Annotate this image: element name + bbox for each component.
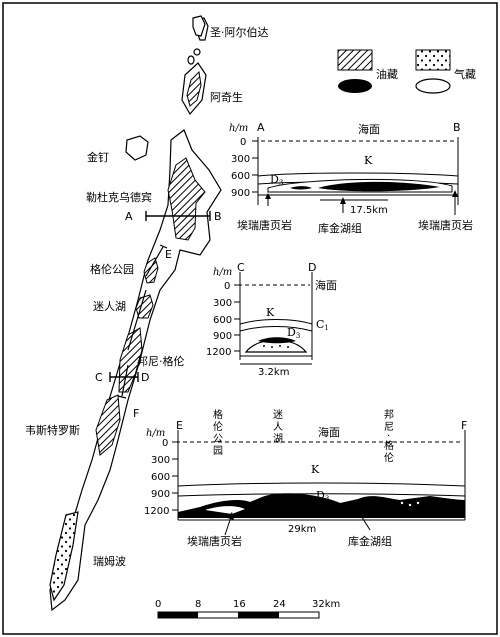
scale-tick-24: 24	[273, 599, 286, 610]
scale-bar: 0 8 16 24 32km	[155, 599, 340, 619]
map-section-line-cd	[109, 372, 139, 382]
map-section-line-ab	[145, 211, 211, 221]
section-ab-layer-k: K	[364, 154, 373, 167]
scale-tick-16: 16	[233, 599, 246, 610]
section-ef-shale: 埃瑞唐页岩	[187, 534, 242, 548]
section-ab-tick-0: 0	[240, 137, 246, 148]
section-cd-layer-c1: C1	[316, 318, 329, 332]
section-ab: h/m A B 0 300 600 900 海面 K D3 17.5km 埃瑞唐…	[229, 121, 473, 235]
svg-text:·: ·	[387, 431, 390, 442]
section-ab-shale-right: 埃瑞唐页岩	[418, 218, 473, 232]
section-cd-tick-900: 900	[213, 331, 232, 342]
svg-text:公: 公	[213, 434, 223, 445]
section-cd-tick-0: 0	[224, 281, 230, 292]
section-cd-label-d: D	[308, 261, 316, 274]
svg-text:格: 格	[384, 439, 394, 452]
field-weisiteluosi: 韦斯特罗斯	[25, 423, 80, 437]
scale-tick-0: 0	[155, 599, 161, 610]
section-ef-layer-k: K	[311, 463, 320, 476]
section-cd-label-c: C	[237, 261, 245, 274]
section-ab-shale-left: 埃瑞唐页岩	[237, 218, 292, 232]
section-ef-column-miren: 迷 人 湖	[273, 409, 283, 445]
gas-pools	[49, 15, 206, 602]
map-label-e: E	[165, 248, 172, 261]
legend: 油藏 气藏	[337, 49, 476, 94]
legend-gas-label: 气藏	[454, 67, 476, 81]
field-gelun-park: 格伦公园	[90, 262, 134, 276]
scale-tick-8: 8	[195, 599, 201, 610]
section-cd: C D h/m 0 300 600 900 1200 海面 K C1 D3 3.…	[206, 261, 337, 378]
section-ab-label-b: B	[453, 121, 461, 134]
section-ef-width: 29km	[288, 524, 316, 535]
section-ef-tick-0: 0	[162, 438, 168, 449]
legend-gas-swatch-outline	[415, 78, 451, 94]
section-ab-label-a: A	[257, 121, 265, 134]
section-ef: E F h/m 0 300 600 900 1200 格 伦 公 园 迷 人 湖…	[144, 408, 467, 548]
section-cd-depth-axis: h/m	[213, 267, 232, 278]
svg-text:尼: 尼	[384, 421, 394, 433]
oil-pools	[95, 70, 206, 456]
legend-oil-swatch-fill	[338, 79, 372, 93]
map-section-line-ef	[117, 244, 168, 399]
section-ab-kuqin: 库金湖组	[318, 221, 362, 235]
section-cd-sea-level: 海面	[315, 278, 337, 292]
field-bangni-gelun: 邦尼·格伦	[137, 354, 185, 368]
section-ab-layer-d3: D3	[270, 173, 283, 187]
svg-text:园: 园	[213, 445, 223, 457]
section-ef-tick-1200: 1200	[144, 506, 169, 517]
svg-text:伦: 伦	[384, 451, 394, 464]
section-ab-sea-level: 海面	[358, 122, 380, 136]
section-cd-width: 3.2km	[258, 367, 289, 378]
section-ef-column-gelun: 格 伦 公 园	[213, 408, 223, 457]
svg-text:迷: 迷	[273, 409, 283, 421]
section-cd-layer-d3: D3	[287, 326, 300, 340]
map-label-d: D	[141, 371, 149, 384]
svg-text:人: 人	[273, 421, 283, 433]
field-ledukewudebin: 勒杜克乌德宾	[86, 190, 152, 204]
field-jinding: 金钉	[87, 150, 109, 164]
svg-text:伦: 伦	[213, 420, 223, 433]
legend-oil-label: 油藏	[376, 67, 398, 81]
section-ef-sea-level: 海面	[318, 425, 340, 439]
field-sheng-aerboda: 圣·阿尔伯达	[210, 25, 269, 39]
section-ab-width: 17.5km	[350, 205, 388, 216]
section-ab-tick-900: 900	[231, 188, 250, 199]
section-ef-tick-900: 900	[151, 489, 170, 500]
section-ef-tick-300: 300	[151, 455, 170, 466]
section-ef-depth-axis: h/m	[146, 428, 165, 439]
map-label-f: F	[133, 407, 139, 420]
legend-oil-swatch-hatch	[337, 49, 373, 71]
section-cd-tick-1200: 1200	[206, 347, 231, 358]
section-cd-layer-k: K	[266, 306, 275, 319]
map-label-a: A	[125, 210, 133, 223]
map-label-c: C	[95, 371, 103, 384]
svg-text:格: 格	[213, 408, 223, 421]
scale-tick-32km: 32km	[312, 599, 340, 610]
section-ab-tick-600: 600	[231, 171, 250, 182]
svg-text:湖: 湖	[273, 433, 283, 445]
legend-gas-swatch-dots	[415, 49, 451, 71]
section-ab-depth-axis: h/m	[229, 123, 248, 134]
field-mirenhu: 迷人湖	[93, 300, 126, 313]
field-aqisheng: 阿奇生	[210, 90, 243, 104]
field-ruimubo: 瑞姆波	[93, 554, 126, 568]
section-ef-label-e: E	[176, 419, 183, 432]
section-ef-label-f: F	[461, 419, 467, 432]
section-ef-layer-d3: D3	[316, 489, 329, 503]
svg-text:邦: 邦	[384, 408, 394, 421]
section-cd-tick-600: 600	[213, 315, 232, 326]
section-ef-column-bangni: 邦 尼 · 格 伦	[384, 408, 394, 464]
section-cd-tick-300: 300	[213, 298, 232, 309]
section-ef-kuqin: 库金湖组	[348, 534, 392, 548]
map-label-b: B	[214, 210, 222, 223]
section-ef-tick-600: 600	[151, 472, 170, 483]
section-ab-tick-300: 300	[231, 154, 250, 165]
